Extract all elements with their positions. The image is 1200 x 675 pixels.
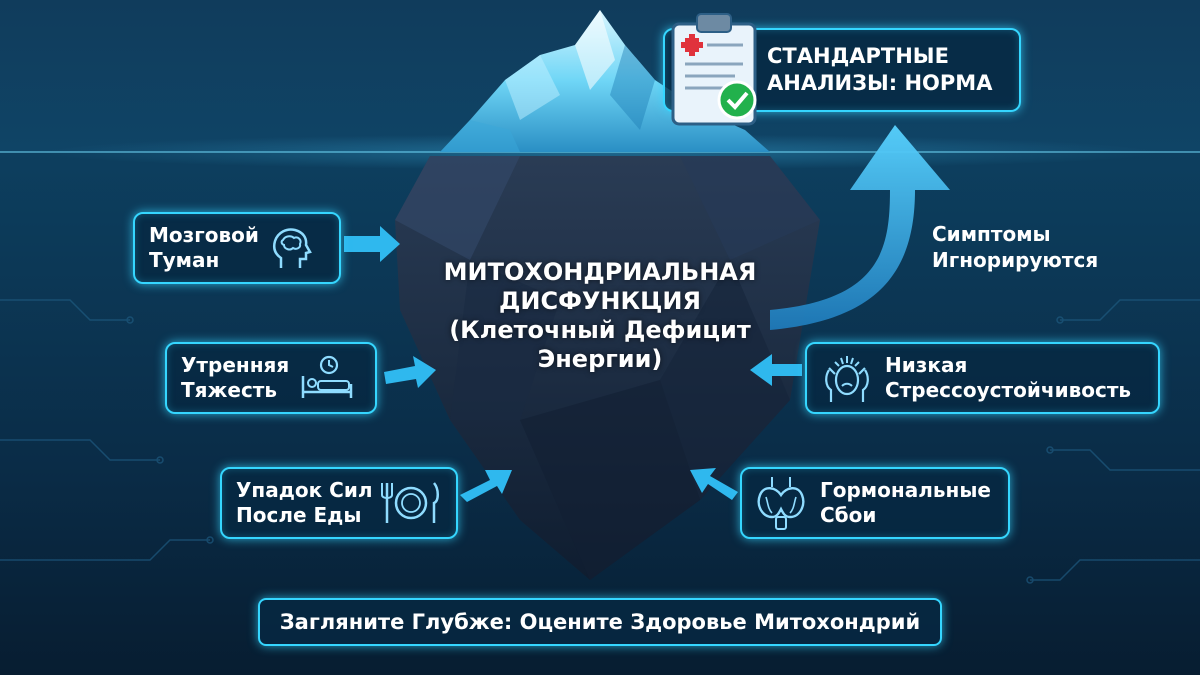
stress-tolerance-label: Низкая Стрессоустойчивость [885,353,1132,402]
stressed-head-icon [825,356,869,402]
standard-tests-label: СТАНДАРТНЫЕ АНАЛИЗЫ: НОРМА [767,44,993,95]
symptom-low-stress-tolerance: Низкая Стрессоустойчивость [805,342,1160,414]
symptom-after-meal: Упадок Сил После Еды [220,467,458,539]
core-subtitle-line-1: (Клеточный Дефицит [449,316,751,344]
thyroid-icon [757,477,805,530]
circuit-lines [0,299,1200,584]
arrow-brain-fog [344,226,400,262]
look-deeper-label: Загляните Глубже: Оцените Здоровье Митох… [279,610,921,634]
arrow-stress [750,354,802,386]
morning-heaviness-label: Утренняя Тяжесть [181,353,290,402]
core-diagnosis: МИТОХОНДРИАЛЬНАЯ ДИСФУНКЦИЯ (Клеточный Д… [420,258,780,374]
symptom-hormonal-imbalance: Гормональные Сбои [740,467,1010,539]
bed-clock-icon [301,355,353,398]
big-up-arrow [770,125,950,330]
arrow-after-meal [460,470,512,502]
core-title-line-1: МИТОХОНДРИАЛЬНАЯ [443,258,757,286]
symptoms-ignored-note: Симптомы Игнорируются [932,222,1099,272]
look-deeper-banner[interactable]: Загляните Глубже: Оцените Здоровье Митох… [258,598,942,646]
symptom-brain-fog: Мозговой Туман [133,212,341,284]
fork-plate-knife-icon [380,482,439,523]
after-meal-label: Упадок Сил После Еды [236,478,373,527]
arrow-hormones [690,468,738,500]
brain-head-icon [272,228,312,268]
symptom-morning-heaviness: Утренняя Тяжесть [165,342,377,414]
clipboard-check-icon [671,13,757,126]
arrow-morning [384,356,436,388]
pointer-arrows [344,226,802,502]
standard-tests-badge: СТАНДАРТНЫЕ АНАЛИЗЫ: НОРМА [663,13,1021,126]
brain-fog-label: Мозговой Туман [149,223,259,272]
hormonal-label: Гормональные Сбои [820,478,991,527]
core-subtitle-line-2: Энергии) [537,345,663,373]
core-title-line-2: ДИСФУНКЦИЯ [499,287,701,315]
